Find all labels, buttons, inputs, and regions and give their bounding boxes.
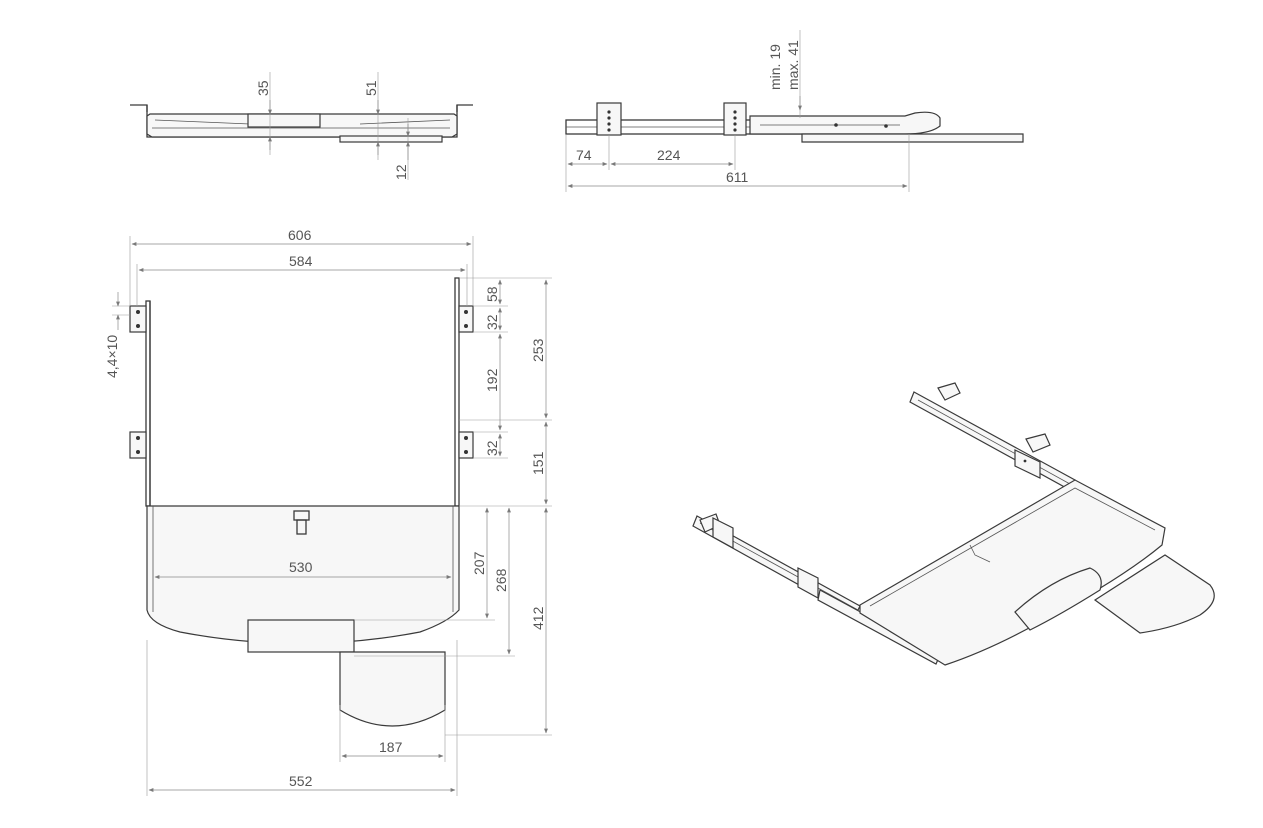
dim-bracket-spacing: 192 xyxy=(484,368,500,392)
bracket-left-top xyxy=(129,305,147,333)
dim-rail-length: 253 xyxy=(530,338,546,362)
top-view: 606 584 530 187 552 4,4×10 58 xyxy=(104,227,552,796)
bracket-right-bottom xyxy=(458,431,474,459)
dim-inner-width: 584 xyxy=(289,253,313,269)
bracket-right-top xyxy=(458,305,474,333)
front-view: 35 51 12 xyxy=(130,72,473,180)
dim-total-depth: 412 xyxy=(530,606,546,630)
dim-overall-width: 606 xyxy=(288,227,312,243)
dim-side-bracket-spacing: 224 xyxy=(657,147,681,163)
dim-tray-depth: 207 xyxy=(471,551,487,575)
isometric-view xyxy=(692,382,1215,666)
dim-rear-depth: 151 xyxy=(530,451,546,475)
dim-tray-width: 530 xyxy=(289,559,313,575)
dim-side-offset: 74 xyxy=(576,147,592,163)
dim-bracket-height-b: 32 xyxy=(484,440,500,456)
dim-front-height: 35 xyxy=(255,80,271,96)
dim-front-pad-thickness: 12 xyxy=(393,164,409,180)
dim-top-offset: 58 xyxy=(484,286,500,302)
bracket-left-bottom xyxy=(129,431,147,459)
dim-bracket-height-a: 32 xyxy=(484,314,500,330)
dim-total-width: 552 xyxy=(289,773,313,789)
dim-side-height-max: max. 41 xyxy=(785,40,801,90)
dim-mouse-pad-width: 187 xyxy=(379,739,403,755)
dim-front-pad-top: 51 xyxy=(363,80,379,96)
side-view: 74 224 611 min. 19 max. 41 xyxy=(565,30,1024,192)
dim-tray-depth-total: 268 xyxy=(493,568,509,592)
dim-side-height-min: min. 19 xyxy=(767,44,783,90)
dim-side-length: 611 xyxy=(726,169,749,185)
dim-slot: 4,4×10 xyxy=(104,335,120,378)
